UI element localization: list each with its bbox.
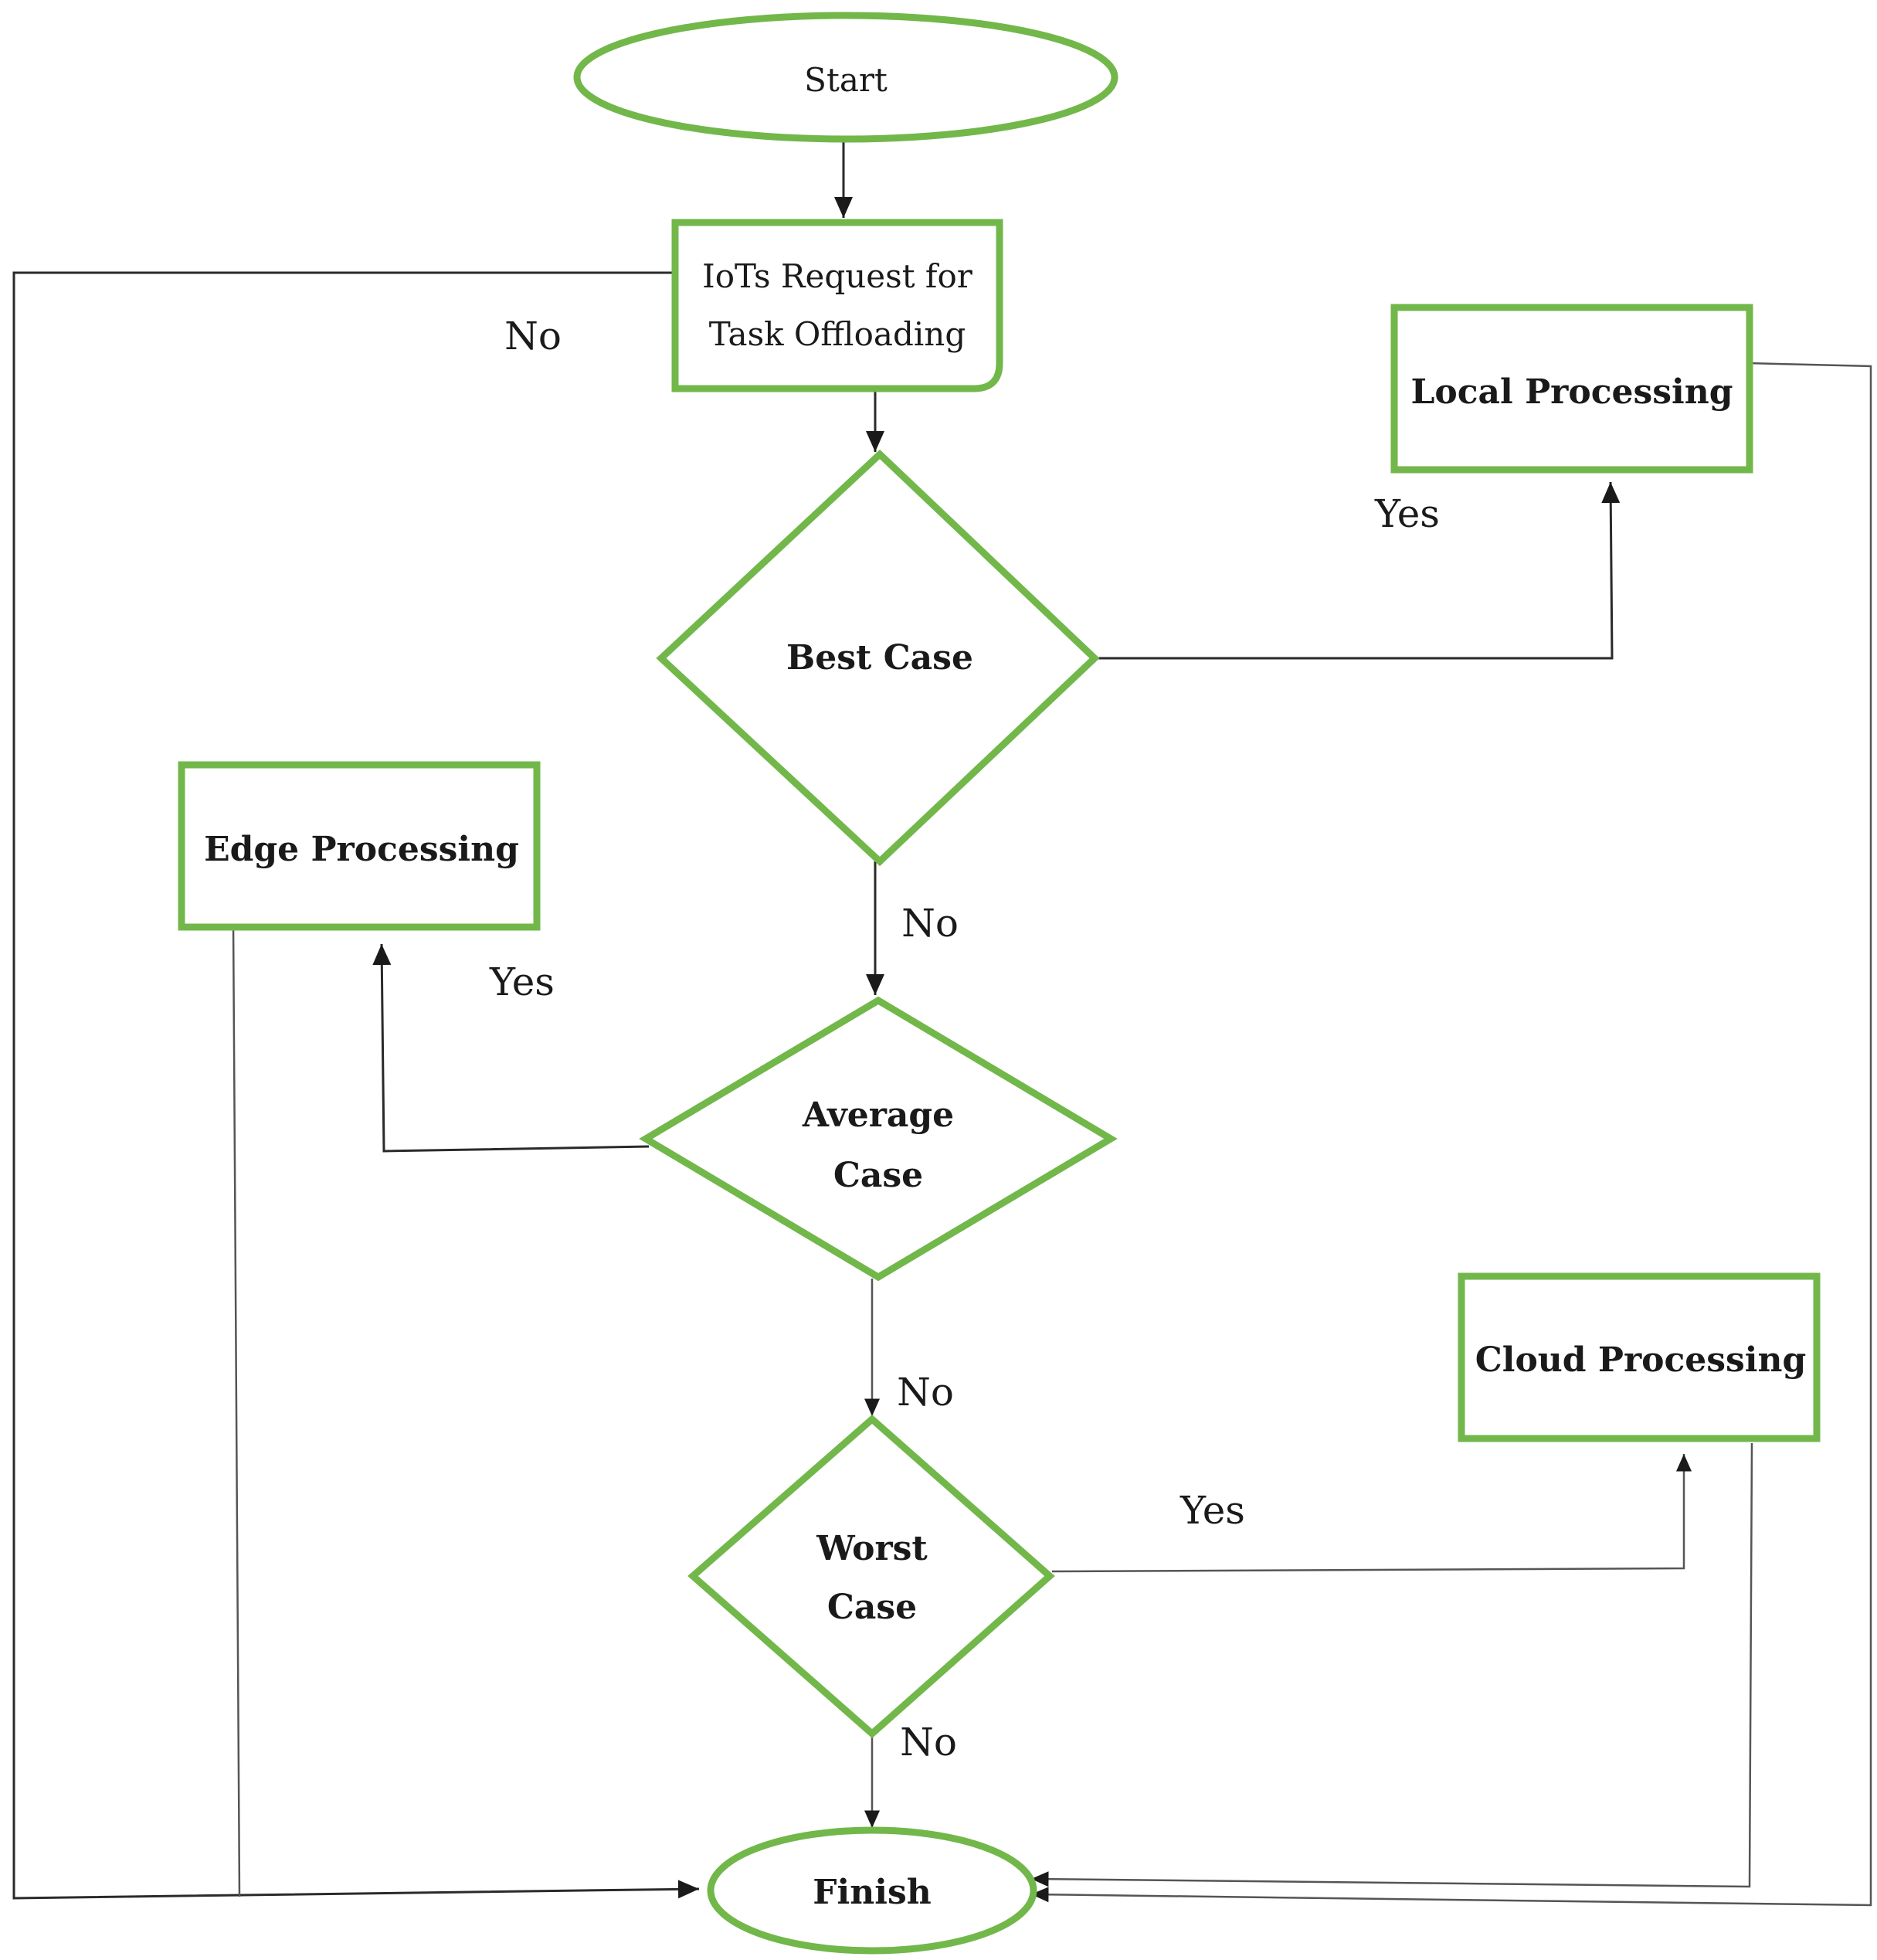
connectors xyxy=(12,99,1872,1907)
arrow-local-to-finish xyxy=(1030,362,1872,1907)
edge-label-average-yes: Yes xyxy=(489,960,555,1004)
request-label-line2: Task Offloading xyxy=(709,315,966,353)
edge-label-request-no: No xyxy=(504,314,562,358)
edge-processing-node xyxy=(178,761,541,931)
start-node xyxy=(573,12,1118,143)
request-label-line1: IoTs Request for xyxy=(702,257,973,295)
average-case-decision xyxy=(639,996,1118,1282)
best-case-label: Best Case xyxy=(786,638,973,678)
request-node xyxy=(671,219,1003,392)
arrow-best-case-yes-to-local xyxy=(1091,481,1621,660)
edge-label-best-no: No xyxy=(901,901,959,946)
edge-label-best-yes: Yes xyxy=(1374,491,1440,536)
finish-node xyxy=(707,1826,1037,1955)
worst-case-label-line1: Worst xyxy=(816,1529,928,1568)
arrow-request-no-to-finish xyxy=(12,271,700,1900)
edge-processing-label: Edge Processing xyxy=(204,830,519,869)
average-case-label-line1: Average xyxy=(802,1095,954,1135)
start-label: Start xyxy=(804,61,888,99)
local-processing-label: Local Processing xyxy=(1410,372,1733,412)
edge-label-worst-no: No xyxy=(900,1720,957,1765)
worst-case-decision xyxy=(687,1415,1055,1739)
arrow-worst-case-yes-to-cloud xyxy=(1051,1454,1692,1573)
local-processing-node xyxy=(1390,304,1753,474)
worst-case-label-line2: Case xyxy=(827,1588,917,1627)
arrow-edge-to-finish xyxy=(232,922,241,1897)
cloud-processing-node xyxy=(1458,1272,1821,1442)
cloud-processing-label: Cloud Processing xyxy=(1475,1340,1807,1380)
finish-label: Finish xyxy=(813,1873,931,1912)
average-case-label-line2: Case xyxy=(833,1156,923,1195)
edge-label-average-no: No xyxy=(897,1370,954,1415)
edge-label-worst-yes: Yes xyxy=(1179,1488,1245,1533)
best-case-decision xyxy=(656,449,1100,867)
arrow-average-yes-to-edge xyxy=(372,943,650,1153)
arrow-cloud-to-finish xyxy=(1030,1442,1753,1888)
